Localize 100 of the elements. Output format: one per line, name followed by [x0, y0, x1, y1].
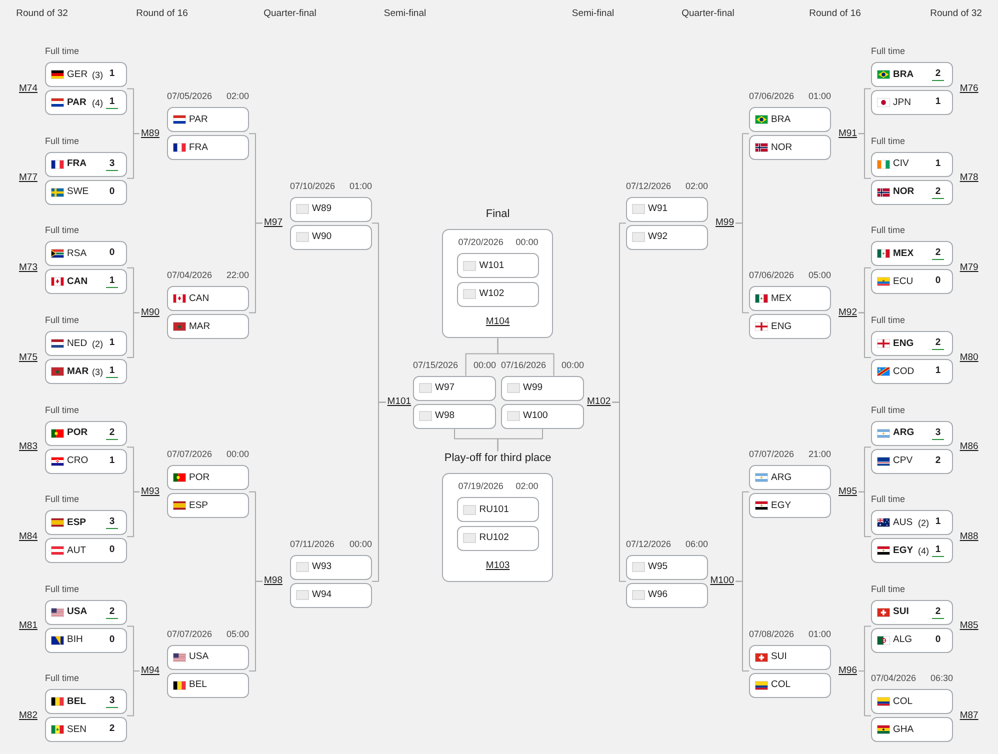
team-name: W89	[312, 203, 332, 216]
match-status: Full time	[45, 225, 80, 236]
team-name: W100	[523, 410, 548, 422]
match-status: Full time	[45, 315, 80, 326]
team-name: ARG	[771, 472, 792, 484]
score: 0	[934, 634, 942, 646]
team-row	[501, 404, 584, 429]
team-name: W91	[648, 203, 668, 216]
team-row	[871, 331, 953, 356]
match-link: M80	[960, 352, 978, 364]
match-time: 01:00	[808, 91, 831, 102]
team-row	[626, 224, 708, 250]
match-status: Full time	[45, 584, 80, 595]
team-name: AUS	[893, 516, 913, 529]
score: 1	[934, 365, 942, 377]
team-name: CPV	[893, 455, 913, 468]
team-name: W94	[312, 589, 332, 602]
section-heading: Final	[486, 207, 510, 222]
match-link: M99	[716, 217, 734, 230]
match-link: M94	[141, 665, 160, 677]
bracket-line	[858, 312, 872, 358]
match-link: M98	[264, 575, 282, 588]
match-date: 07/04/2026	[167, 270, 212, 282]
team-name: W102	[479, 288, 504, 300]
match-time: 05:00	[226, 628, 249, 640]
match-link: M90	[141, 306, 160, 319]
penalty-score: (2)	[918, 516, 929, 529]
bracket-line	[858, 491, 872, 538]
team-row	[45, 180, 127, 205]
match-link: M74	[19, 82, 38, 95]
team-name: ECU	[893, 276, 914, 288]
team-row	[749, 465, 831, 490]
match-date: 07/07/2026	[749, 449, 794, 460]
team-row	[626, 554, 708, 580]
match-time: 22:00	[226, 270, 249, 282]
team-name: MAR	[67, 366, 89, 378]
match-link: M97	[264, 217, 282, 230]
score: 3	[106, 158, 118, 171]
match-status: Full time	[871, 46, 906, 58]
team-name: ESP	[189, 500, 208, 512]
match-date: 07/05/2026	[167, 91, 212, 102]
match-status: Full time	[871, 315, 906, 326]
score: 0	[108, 186, 116, 198]
team-row	[167, 465, 249, 490]
team-row	[167, 672, 249, 698]
team-name: W95	[648, 561, 668, 574]
score: 1	[108, 337, 116, 349]
team-row	[749, 314, 831, 340]
team-name: EGY	[893, 544, 914, 557]
match-time: 00:00	[226, 449, 249, 460]
team-row	[749, 135, 831, 160]
team-row	[167, 286, 249, 312]
team-name: ALG	[893, 634, 912, 646]
match-date: 07/16/2026	[501, 360, 546, 371]
match-status: Full time	[871, 225, 906, 236]
score: 0	[108, 544, 116, 556]
score: 3	[106, 516, 118, 530]
match-date: 07/07/2026	[167, 449, 212, 460]
team-row	[45, 510, 127, 536]
round-heading: Quarter-final	[682, 8, 734, 20]
team-row	[871, 689, 953, 714]
team-row	[413, 404, 496, 429]
team-name: COL	[893, 696, 913, 708]
score: 2	[932, 68, 944, 82]
team-row	[45, 448, 127, 474]
score: 3	[932, 426, 944, 440]
team-row	[45, 90, 127, 116]
team-row	[167, 107, 249, 132]
match-link: M101	[387, 396, 412, 408]
team-name: RU102	[479, 532, 509, 544]
score: 2	[932, 337, 944, 350]
team-row	[45, 689, 127, 714]
match-date: 07/11/2026	[290, 538, 334, 550]
team-name: PAR	[189, 114, 208, 126]
team-name: NED	[67, 338, 88, 350]
team-row	[45, 331, 127, 356]
bracket-line	[248, 222, 263, 314]
team-name: GER	[67, 68, 88, 81]
team-row	[167, 493, 249, 518]
bracket-line	[612, 402, 626, 582]
match-link: M75	[19, 352, 38, 364]
match-date: 07/20/2026	[458, 236, 504, 248]
match-link: M91	[838, 128, 857, 140]
match-date: 07/08/2026	[749, 628, 794, 640]
team-name: COL	[771, 679, 791, 691]
match-status: Full time	[45, 673, 80, 684]
match-link: M88	[960, 530, 978, 543]
team-name: BIH	[67, 634, 83, 646]
team-row	[871, 448, 953, 474]
team-name: W90	[312, 231, 332, 244]
match-link: M95	[838, 486, 857, 498]
team-name: USA	[67, 606, 88, 618]
team-row	[749, 644, 831, 670]
round-heading: Round of 16	[136, 8, 188, 20]
match-date: 07/10/2026	[290, 180, 336, 192]
match-link: M77	[19, 172, 38, 184]
team-row	[871, 269, 953, 294]
bracket-line	[497, 428, 543, 452]
bracket-line	[372, 402, 386, 582]
team-row	[871, 152, 953, 177]
